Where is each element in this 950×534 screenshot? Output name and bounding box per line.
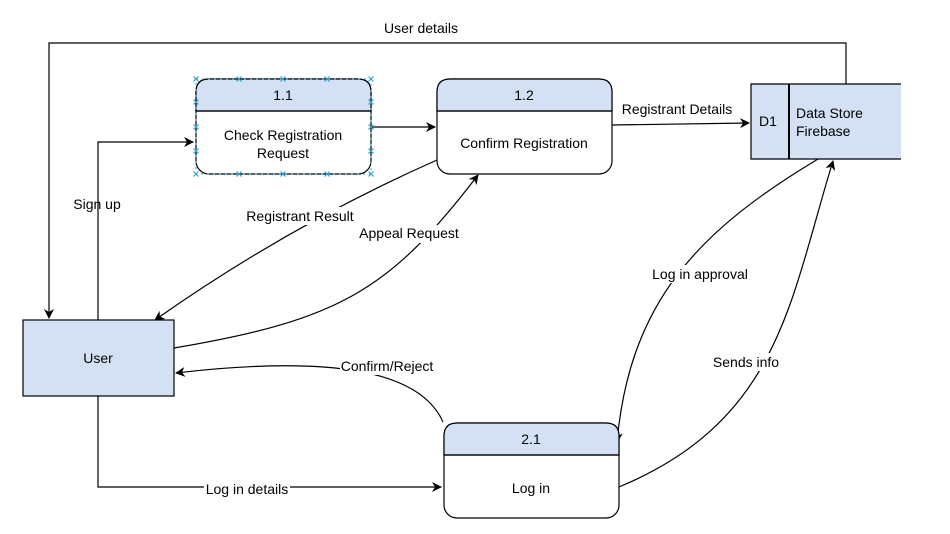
selection-handle[interactable] <box>280 76 286 82</box>
selection-handle[interactable] <box>236 76 242 82</box>
selection-handle[interactable] <box>368 124 374 130</box>
flow-sends-info-line[interactable] <box>618 160 836 488</box>
datastore-name-line1: Data Store <box>796 105 863 121</box>
selection-handle[interactable] <box>193 124 199 130</box>
label-sends-info: Sends info <box>711 353 781 371</box>
selection-handle[interactable] <box>368 76 374 82</box>
entity-user-label: User <box>83 350 113 366</box>
selection-handle[interactable] <box>368 148 374 154</box>
flow-registrant-details-line[interactable] <box>611 118 750 129</box>
svg-text:Appeal Request: Appeal Request <box>359 225 459 241</box>
svg-text:Log in approval: Log in approval <box>652 266 748 282</box>
label-log-in-details: Log in details <box>204 480 290 498</box>
selection-handle[interactable] <box>280 171 286 177</box>
process-name-1-1-line2: Request <box>257 145 309 161</box>
flow-sign-up-line[interactable] <box>97 137 194 320</box>
selection-handle[interactable] <box>193 148 199 154</box>
label-sign-up: Sign up <box>73 196 121 212</box>
selection-handles[interactable] <box>193 76 374 177</box>
svg-text:User details: User details <box>384 20 458 36</box>
selection-handle[interactable] <box>324 171 330 177</box>
label-user-details: User details <box>384 20 458 36</box>
label-appeal-request: Appeal Request <box>358 225 461 243</box>
process-name-1-1-line1: Check Registration <box>224 127 342 143</box>
label-registrant-details: Registrant Details <box>622 101 733 117</box>
process-name-1-2: Confirm Registration <box>460 135 588 151</box>
label-registrant-result: Registrant Result <box>244 207 356 225</box>
process-id-2-1: 2.1 <box>521 431 541 447</box>
process-confirm-registration[interactable]: 1.2 Confirm Registration <box>436 78 613 175</box>
svg-text:Sign up: Sign up <box>73 196 121 212</box>
datastore-id: D1 <box>759 113 777 129</box>
datastore-name-line2: Firebase <box>796 123 851 139</box>
svg-text:Sends info: Sends info <box>713 354 779 370</box>
selection-handle[interactable] <box>368 99 374 105</box>
selection-handle[interactable] <box>193 171 199 177</box>
flow-log-in-approval-line[interactable] <box>612 158 819 443</box>
flow-registrant-result-line[interactable] <box>154 159 438 321</box>
label-log-in-approval: Log in approval <box>652 265 748 283</box>
selection-handle[interactable] <box>324 76 330 82</box>
selection-handle[interactable] <box>193 99 199 105</box>
svg-text:Log in details: Log in details <box>206 481 289 497</box>
flow-appeal-request-line[interactable] <box>173 174 479 349</box>
selection-handle[interactable] <box>236 171 242 177</box>
label-confirm-reject: Confirm/Reject <box>340 357 436 375</box>
flow-user-details-line[interactable] <box>44 42 847 319</box>
process-name-2-1: Log in <box>512 480 550 496</box>
svg-text:Registrant Details: Registrant Details <box>622 101 733 117</box>
selection-handle[interactable] <box>368 171 374 177</box>
process-log-in[interactable]: 2.1 Log in <box>443 422 620 519</box>
selection-handle[interactable] <box>193 76 199 82</box>
svg-text:Confirm/Reject: Confirm/Reject <box>341 358 434 374</box>
process-check-registration[interactable]: 1.1 Check Registration Request <box>195 78 372 175</box>
process-id-1-2: 1.2 <box>514 87 534 103</box>
process-id-1-1: 1.1 <box>273 87 293 103</box>
flow-log-in-details-line[interactable] <box>97 396 442 492</box>
datastore-firebase[interactable]: D1 Data Store Firebase <box>750 83 901 160</box>
entity-user[interactable]: User <box>22 319 175 397</box>
svg-text:Registrant Result: Registrant Result <box>246 208 353 224</box>
